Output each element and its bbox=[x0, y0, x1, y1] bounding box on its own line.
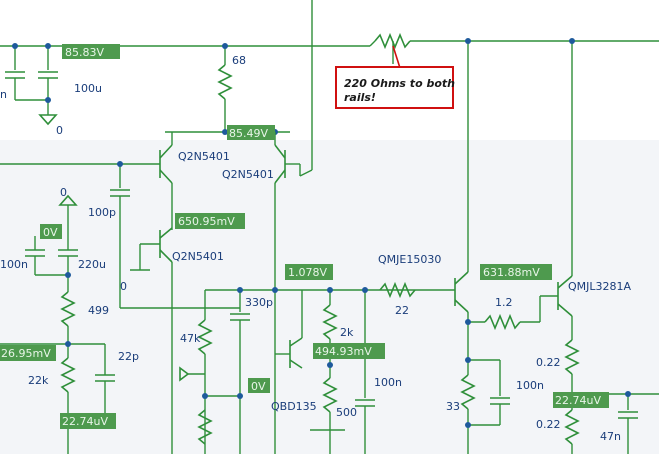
annotation-line1: 220 Ohms to both bbox=[344, 77, 455, 90]
label-r22: 22 bbox=[395, 304, 409, 317]
label-q-vbe: QBD135 bbox=[271, 400, 317, 413]
label-gnd0b: 0 bbox=[60, 186, 67, 199]
label-c330p: 330p bbox=[245, 296, 273, 309]
probe-v6-box bbox=[60, 413, 116, 429]
label-q3: Q2N5401 bbox=[172, 250, 224, 263]
transistor-q2 bbox=[274, 132, 301, 454]
label-r33: 33 bbox=[446, 400, 460, 413]
label-gnd0c: 0 bbox=[120, 280, 127, 293]
probe-v11-box bbox=[553, 392, 609, 408]
label-r0-22a: 0.22 bbox=[536, 356, 561, 369]
probe-v5-box bbox=[0, 345, 56, 361]
label-c47n: 47n bbox=[600, 430, 621, 443]
label-r1-2: 1.2 bbox=[495, 296, 513, 309]
probe-v3: 650.95mV bbox=[178, 215, 235, 228]
probe-v7-box bbox=[285, 264, 333, 280]
probe-v4: 0V bbox=[43, 226, 58, 239]
annotation-box bbox=[335, 66, 454, 109]
probe-v2: 85.49V bbox=[229, 127, 268, 140]
label-r0-22b: 0.22 bbox=[536, 418, 561, 431]
driver-stage bbox=[379, 41, 558, 454]
probe-v6: 22.74uV bbox=[62, 415, 108, 428]
label-r500: 500 bbox=[336, 406, 357, 419]
supply-caps bbox=[5, 46, 58, 126]
label-gnd0a: 0 bbox=[56, 124, 63, 137]
label-q2: Q2N5401 bbox=[222, 168, 274, 181]
top-rail bbox=[0, 0, 659, 177]
label-frag-n: n bbox=[0, 88, 7, 101]
label-r2k: 2k bbox=[340, 326, 354, 339]
label-c100u: 100u bbox=[74, 82, 102, 95]
transistor-q1 bbox=[0, 132, 173, 230]
probe-v8: 494.93mV bbox=[315, 345, 372, 358]
probe-v9-box bbox=[248, 378, 270, 393]
label-q1: Q2N5401 bbox=[178, 150, 230, 163]
label-c100n-mid: 100n bbox=[374, 376, 402, 389]
probe-v3-box bbox=[175, 213, 245, 229]
label-c100n-right: 100n bbox=[516, 379, 544, 392]
probe-v1-box bbox=[62, 44, 120, 59]
probe-v5: 26.95mV bbox=[1, 347, 51, 360]
label-r68: 68 bbox=[232, 54, 246, 67]
vas-stage bbox=[179, 289, 455, 454]
probe-v8-box bbox=[313, 343, 385, 359]
probe-v4-box bbox=[40, 224, 62, 239]
label-q-drv: QMJE15030 bbox=[378, 253, 441, 266]
annotation-line2: rails! bbox=[344, 91, 376, 104]
label-r499: 499 bbox=[88, 304, 109, 317]
label-q-out: QMJL3281A bbox=[568, 280, 632, 293]
probe-v1: 85.83V bbox=[65, 46, 104, 59]
label-c100n-left: 100n bbox=[0, 258, 28, 271]
probe-v10: 631.88mV bbox=[483, 266, 540, 279]
probe-v9: 0V bbox=[251, 380, 266, 393]
probe-v7: 1.078V bbox=[288, 266, 327, 279]
label-c100p: 100p bbox=[88, 206, 116, 219]
annotation-pointer bbox=[392, 45, 401, 69]
label-r47k: 47k bbox=[180, 332, 201, 345]
probe-v11: 22.74uV bbox=[555, 394, 601, 407]
transistor-q3 bbox=[130, 227, 173, 454]
label-c22p: 22p bbox=[118, 350, 139, 363]
label-r22k: 22k bbox=[28, 374, 49, 387]
probe-v2-box bbox=[227, 125, 275, 140]
resistor-68 bbox=[217, 64, 233, 100]
label-c220u: 220u bbox=[78, 258, 106, 271]
probe-v10-box bbox=[480, 264, 552, 280]
